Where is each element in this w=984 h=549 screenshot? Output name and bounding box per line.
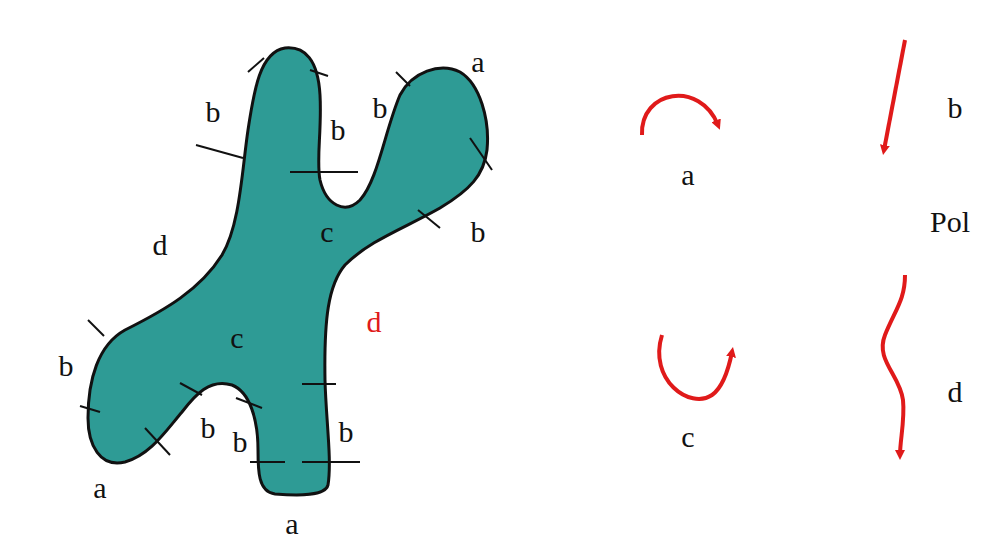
segment-label: a (285, 509, 298, 539)
curved-arrow (659, 335, 732, 399)
segment-label: c (320, 217, 333, 247)
segment-label: a (471, 47, 484, 77)
symbols (642, 40, 905, 455)
segment-label: a (681, 160, 694, 190)
segment-label: b (59, 351, 74, 381)
wavy-arrow (883, 275, 905, 455)
segment-label: c (230, 323, 243, 353)
blob-shape (88, 48, 488, 495)
segment-label: b (471, 217, 486, 247)
curved-arrow (642, 96, 718, 135)
segment-label: b (339, 417, 354, 447)
segment-label: b (948, 93, 963, 123)
segment-label: b (331, 115, 346, 145)
segment-label: d (367, 307, 382, 337)
segment-label: b (373, 93, 388, 123)
segment-label: d (948, 377, 963, 407)
segment-label: a (93, 473, 106, 503)
straight-arrow (884, 40, 905, 150)
tick-marks (80, 58, 492, 462)
segment-label: b (233, 427, 248, 457)
segment-label: Pol (930, 207, 970, 237)
segment-label: b (201, 413, 216, 443)
segment-label: d (153, 230, 168, 260)
segment-label: b (206, 97, 221, 127)
segment-label: c (681, 422, 694, 452)
